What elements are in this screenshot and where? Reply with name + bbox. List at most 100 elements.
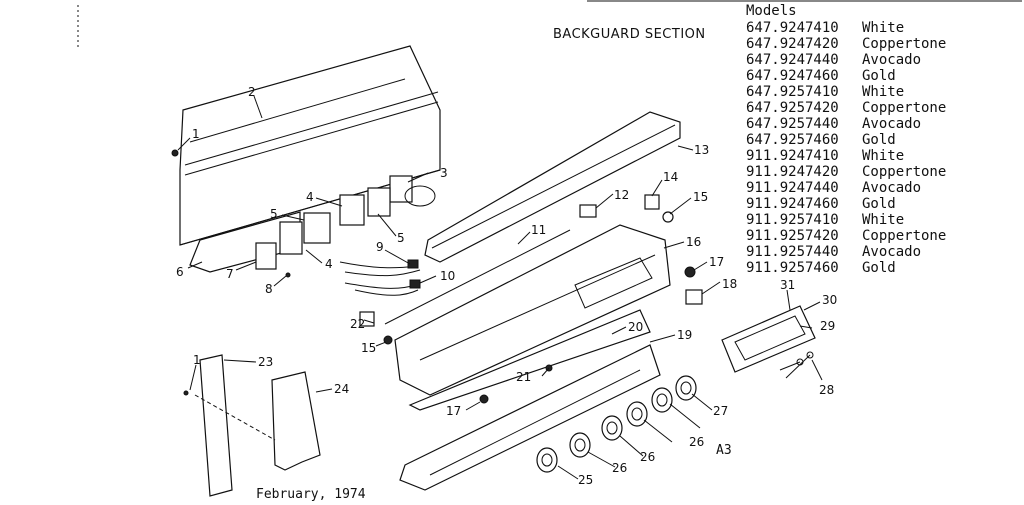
publication-date: February, 1974 [256, 487, 366, 502]
model-number: 911.9257410 [746, 212, 839, 228]
model-row: 647.9247420 Coppertone [746, 36, 946, 52]
model-number: 647.9257420 [746, 100, 839, 116]
callout-19: 19 [677, 328, 692, 342]
callout-8: 8 [265, 282, 273, 296]
model-number: 647.9247440 [746, 52, 839, 68]
callout-2: 2 [248, 85, 256, 99]
model-row: 647.9257460 Gold [746, 132, 946, 148]
callout-25: 25 [578, 473, 593, 487]
callout-26c: 26 [689, 435, 704, 449]
callout-13: 13 [694, 143, 709, 157]
side-trims [194, 354, 321, 497]
callout-9: 9 [376, 240, 384, 254]
callout-4a: 4 [306, 190, 314, 204]
model-row: 911.9247440 Avocado [746, 180, 946, 196]
callout-21: 21 [516, 370, 531, 384]
callout-26a: 26 [612, 461, 627, 475]
switch-group [255, 175, 436, 270]
model-row: 911.9247460 Gold [746, 196, 946, 212]
model-color: Gold [862, 68, 896, 84]
wire-harness [339, 259, 421, 296]
model-color: Avocado [862, 180, 922, 196]
callout-20: 20 [628, 320, 643, 334]
model-number: 911.9247420 [746, 164, 839, 180]
model-number: 647.9247420 [746, 36, 839, 52]
callout-24: 24 [334, 382, 349, 396]
model-number: 911.9257460 [746, 260, 839, 276]
callout-28: 28 [819, 383, 834, 397]
callout-16: 16 [686, 235, 701, 249]
callout-3: 3 [440, 166, 448, 180]
callout-31: 31 [780, 278, 795, 292]
model-color: White [862, 20, 905, 36]
model-row: 911.9257440 Avocado [746, 244, 946, 260]
top-trim-channel [424, 111, 681, 263]
manifold-panel [399, 309, 661, 491]
callout-1a: 1 [192, 127, 200, 141]
model-row: 647.9257440 Avocado [746, 116, 946, 132]
callout-22: 22 [350, 317, 365, 331]
light-rod [384, 229, 571, 325]
model-number: 647.9257460 [746, 132, 839, 148]
callout-6: 6 [176, 265, 184, 279]
callout-labels: 1 2 3 4 4 5 5 6 7 8 9 10 11 12 13 14 15 … [176, 85, 837, 487]
model-color: White [862, 84, 905, 100]
callout-10: 10 [440, 269, 455, 283]
callout-14: 14 [663, 170, 678, 184]
model-color: White [862, 148, 905, 164]
model-color: Avocado [862, 116, 922, 132]
model-number: 911.9247440 [746, 180, 839, 196]
model-row: 911.9247420 Coppertone [746, 164, 946, 180]
callout-5b: 5 [397, 231, 405, 245]
model-color: White [862, 212, 905, 228]
lower-bracket [189, 211, 301, 273]
callout-26b: 26 [640, 450, 655, 464]
model-number: 647.9257440 [746, 116, 839, 132]
callout-4b: 4 [325, 257, 333, 271]
model-row: 647.9247440 Avocado [746, 52, 946, 68]
model-row: 647.9257410 White [746, 84, 946, 100]
model-number: 911.9257420 [746, 228, 839, 244]
model-color: Coppertone [862, 228, 947, 244]
control-panel [394, 224, 671, 396]
model-color: Gold [862, 196, 896, 212]
callout-12: 12 [614, 188, 629, 202]
callout-23: 23 [258, 355, 273, 369]
backguard-panel [171, 45, 441, 246]
model-number: 911.9247410 [746, 148, 839, 164]
model-number: 647.9247460 [746, 68, 839, 84]
model-color: Gold [862, 260, 896, 276]
leader-lines [177, 95, 823, 480]
model-number: 647.9247410 [746, 20, 839, 36]
model-row: 911.9257460 Gold [746, 260, 946, 276]
callout-15a: 15 [693, 190, 708, 204]
callout-15b: 15 [361, 341, 376, 355]
control-knobs [536, 375, 697, 473]
model-color: Gold [862, 132, 896, 148]
callout-7: 7 [226, 267, 234, 281]
model-color: Coppertone [862, 36, 947, 52]
model-row: 911.9257420 Coppertone [746, 228, 946, 244]
model-row: 647.9247460 Gold [746, 68, 946, 84]
callout-30: 30 [822, 293, 837, 307]
model-row: 647.9257420 Coppertone [746, 100, 946, 116]
callout-5a: 5 [270, 207, 278, 221]
model-number: 911.9257440 [746, 244, 839, 260]
model-color: Coppertone [862, 164, 947, 180]
callout-1b: 1 [193, 353, 201, 367]
clock-assembly [721, 305, 816, 379]
model-row: 911.9247410 White [746, 148, 946, 164]
callout-27: 27 [713, 404, 728, 418]
model-number: 911.9247460 [746, 196, 839, 212]
callout-29: 29 [820, 319, 835, 333]
model-color: Avocado [862, 52, 922, 68]
callout-17a: 17 [709, 255, 724, 269]
model-color: Avocado [862, 244, 922, 260]
plate-code: A3 [716, 443, 732, 458]
model-number: 647.9257410 [746, 84, 839, 100]
model-row: 911.9257410 White [746, 212, 946, 228]
model-color: Coppertone [862, 100, 947, 116]
callout-18: 18 [722, 277, 737, 291]
